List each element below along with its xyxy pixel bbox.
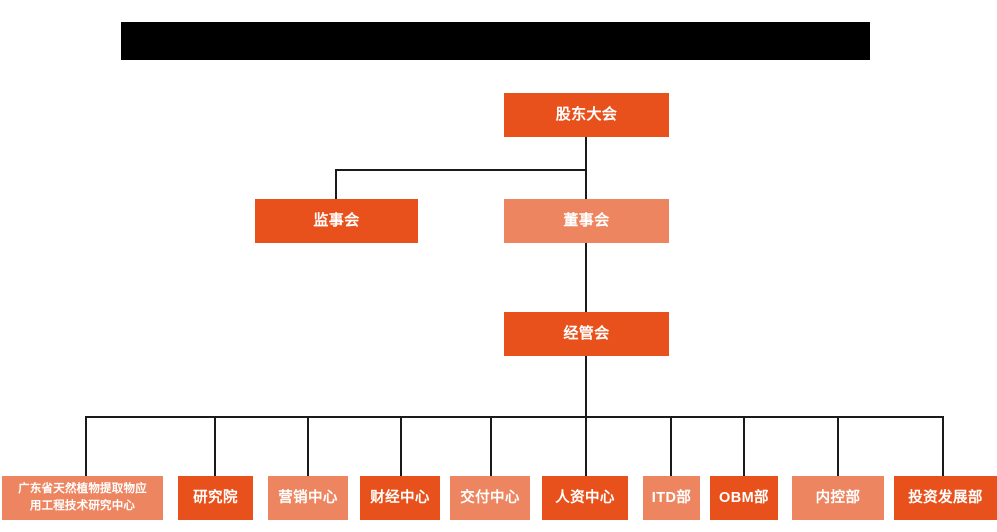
connector-bus-to-research-institute <box>214 416 216 476</box>
connector-bus-to-research-center <box>85 416 87 476</box>
node-research-institute[interactable]: 研究院 <box>178 476 253 520</box>
node-investment-development-department[interactable]: 投资发展部 <box>894 476 997 520</box>
connector-bus-to-internal-control <box>837 416 839 476</box>
research-center-label-line2: 用工程技术研究中心 <box>29 500 136 512</box>
connector-shareholders-to-bus <box>585 137 587 170</box>
node-itd-department[interactable]: ITD部 <box>643 476 700 520</box>
node-obm-department[interactable]: OBM部 <box>710 476 778 520</box>
connector-bus-level2 <box>335 169 587 171</box>
node-board-of-directors[interactable]: 董事会 <box>504 199 669 243</box>
connector-bus-to-delivery-center <box>490 416 492 476</box>
node-natural-plant-extract-engineering-research-center[interactable]: 广东省天然植物提取物应 用工程技术研究中心 <box>2 476 163 520</box>
connector-bus-to-investment-development <box>942 416 944 476</box>
connector-management-to-bus <box>585 356 587 417</box>
node-shareholders-meeting[interactable]: 股东大会 <box>504 93 669 137</box>
node-finance-center[interactable]: 财经中心 <box>360 476 440 520</box>
connector-bus-to-obm-department <box>743 416 745 476</box>
connector-bus-to-supervisors <box>335 169 337 200</box>
node-internal-control-department[interactable]: 内控部 <box>792 476 884 520</box>
connector-bus-to-finance-center <box>400 416 402 476</box>
connector-bus-level4 <box>85 416 943 418</box>
connector-bus-to-itd-department <box>670 416 672 476</box>
connector-bus-to-hr-center <box>585 416 587 476</box>
connector-bus-to-marketing-center <box>307 416 309 476</box>
node-marketing-center[interactable]: 营销中心 <box>268 476 348 520</box>
connector-directors-to-management <box>585 243 587 313</box>
node-board-of-supervisors[interactable]: 监事会 <box>255 199 418 243</box>
connector-bus-to-directors <box>585 169 587 200</box>
research-center-label-line1: 广东省天然植物提取物应 <box>18 483 147 496</box>
node-delivery-center[interactable]: 交付中心 <box>450 476 530 520</box>
node-management-committee[interactable]: 经管会 <box>504 312 669 356</box>
redacted-title-banner <box>121 22 870 60</box>
node-hr-center[interactable]: 人资中心 <box>542 476 628 520</box>
